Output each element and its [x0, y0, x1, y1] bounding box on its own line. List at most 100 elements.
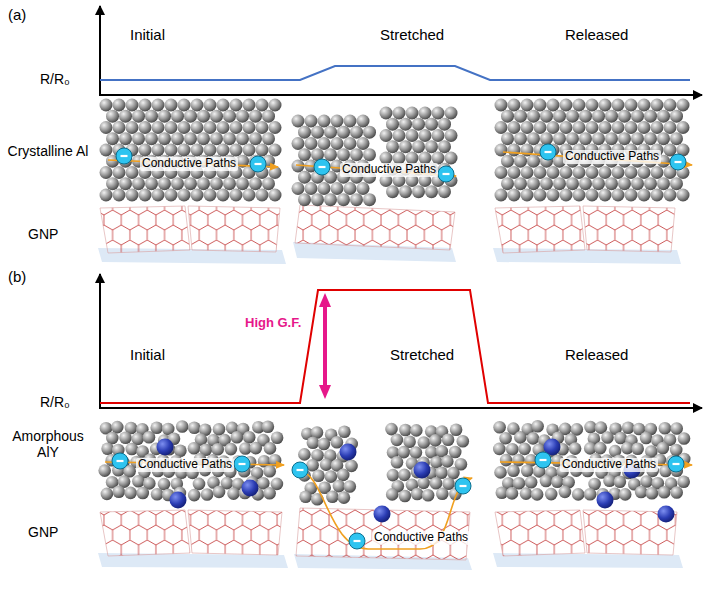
al-atom: [605, 132, 618, 145]
al-atom: [331, 182, 344, 195]
al-atom: [534, 99, 547, 112]
al-atom: [422, 489, 435, 502]
al-atom: [217, 189, 230, 202]
al-atom: [380, 107, 393, 120]
al-atom: [399, 490, 412, 503]
material-label: GNP: [28, 524, 58, 540]
al-atom: [145, 177, 158, 190]
al-atom: [132, 177, 145, 190]
al-atom: [263, 465, 276, 478]
al-atom: [594, 442, 607, 455]
al-atom: [438, 140, 451, 153]
al-atom: [338, 491, 351, 504]
al-atom: [305, 115, 318, 128]
al-atom: [184, 177, 197, 190]
al-atom: [292, 115, 305, 128]
al-atom: [188, 442, 201, 455]
al-atom: [331, 137, 344, 150]
gnp-sheet: [100, 205, 677, 560]
al-atom: [599, 121, 612, 134]
electrons: [112, 144, 686, 549]
al-atom: [586, 166, 599, 179]
al-atom: [262, 177, 275, 190]
electron-body: [112, 453, 128, 469]
al-atom: [113, 166, 126, 179]
al-atom: [640, 432, 653, 445]
al-atom: [638, 99, 651, 112]
al-atom: [165, 144, 178, 157]
al-atom: [249, 177, 262, 190]
al-atom: [495, 166, 508, 179]
al-atom: [493, 421, 506, 434]
al-atom: [551, 475, 564, 488]
al-atom: [324, 148, 337, 161]
al-atom: [213, 423, 226, 436]
al-atom: [152, 144, 165, 157]
al-atom: [436, 487, 449, 500]
al-atom: [223, 110, 236, 123]
al-atom: [670, 110, 683, 123]
y-atom: [242, 480, 259, 497]
al-atom: [385, 423, 398, 436]
al-atom: [531, 420, 544, 433]
al-atom: [357, 137, 370, 150]
al-atom: [399, 185, 412, 198]
al-atom: [618, 110, 631, 123]
al-atom: [106, 110, 119, 123]
electron-body: [438, 166, 454, 182]
al-atom: [631, 132, 644, 145]
electron: [234, 456, 250, 472]
al-atom: [447, 467, 460, 480]
al-atom: [227, 487, 240, 500]
al-atom: [363, 193, 376, 206]
resistance-curve: [100, 66, 690, 80]
al-atom: [363, 148, 376, 161]
al-atom: [292, 137, 305, 150]
al-atom: [399, 140, 412, 153]
al-atom: [438, 185, 451, 198]
al-atom: [119, 431, 132, 444]
al-atom: [559, 486, 572, 499]
al-atom: [318, 115, 331, 128]
al-atom: [651, 121, 664, 134]
al-atom: [191, 121, 204, 134]
al-atom: [197, 177, 210, 190]
al-atom: [311, 126, 324, 139]
al-atom: [664, 99, 677, 112]
al-atom: [249, 132, 262, 145]
al-atom: [106, 177, 119, 190]
electron: [438, 166, 454, 182]
al-atom: [635, 486, 648, 499]
al-atom: [540, 475, 553, 488]
al-atom: [638, 121, 651, 134]
al-atom: [625, 166, 638, 179]
electron-sign: [545, 151, 552, 153]
panel-label: (b): [8, 268, 26, 285]
electron: [670, 154, 686, 170]
electron: [349, 533, 365, 549]
al-atom: [638, 166, 651, 179]
al-atom: [386, 488, 399, 501]
al-atom: [230, 99, 243, 112]
al-atom: [171, 132, 184, 145]
al-atom: [132, 110, 145, 123]
al-atom: [165, 189, 178, 202]
electron: [535, 452, 551, 468]
al-atom: [126, 99, 139, 112]
al-atom: [337, 193, 350, 206]
al-atom: [605, 177, 618, 190]
al-atom: [387, 469, 400, 482]
al-atom: [677, 99, 690, 112]
al-atom: [204, 189, 217, 202]
al-atom: [514, 110, 527, 123]
panel-label: (a): [8, 6, 26, 23]
al-atom: [210, 177, 223, 190]
al-atom: [126, 121, 139, 134]
al-atom: [151, 488, 164, 501]
electron-sign: [675, 161, 682, 163]
path-label: Conductive Paths: [140, 157, 238, 171]
al-atom: [425, 118, 438, 131]
al-atom: [243, 431, 256, 444]
al-atom: [586, 189, 599, 202]
al-atom: [599, 99, 612, 112]
